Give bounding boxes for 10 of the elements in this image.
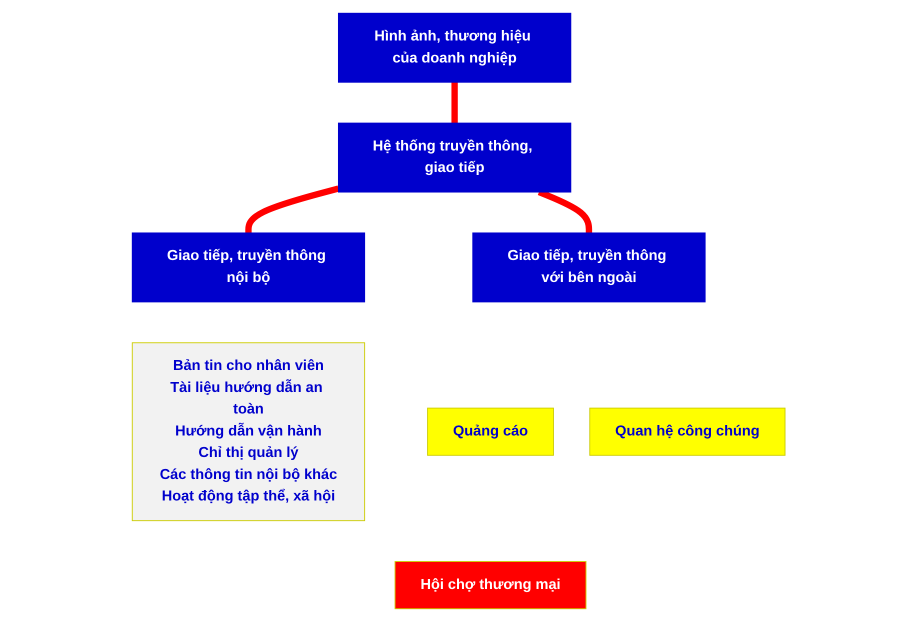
node-box: Hệ thống truyền thông, giao tiếp bbox=[338, 122, 572, 192]
node-box: Bản tin cho nhân viên Tài liệu hướng dẫn an toàn Hướng dẫn vận hành Chỉ thị quản lý Các thông tin nội bộ khác Hoạt động tập thể, xã hội bbox=[132, 342, 365, 521]
node-box: Quảng cáo bbox=[426, 407, 554, 456]
node-box: Giao tiếp, truyền thông nội bộ bbox=[132, 232, 365, 302]
node-box: Quan hệ công chúng bbox=[589, 407, 786, 456]
connector bbox=[245, 184, 340, 232]
node-box: Giao tiếp, truyền thông với bên ngoài bbox=[472, 232, 706, 302]
connector bbox=[451, 82, 458, 123]
node-box: Hình ảnh, thương hiệu của doanh nghiệp bbox=[338, 12, 572, 82]
node-box: Hội chợ thương mại bbox=[394, 560, 586, 609]
